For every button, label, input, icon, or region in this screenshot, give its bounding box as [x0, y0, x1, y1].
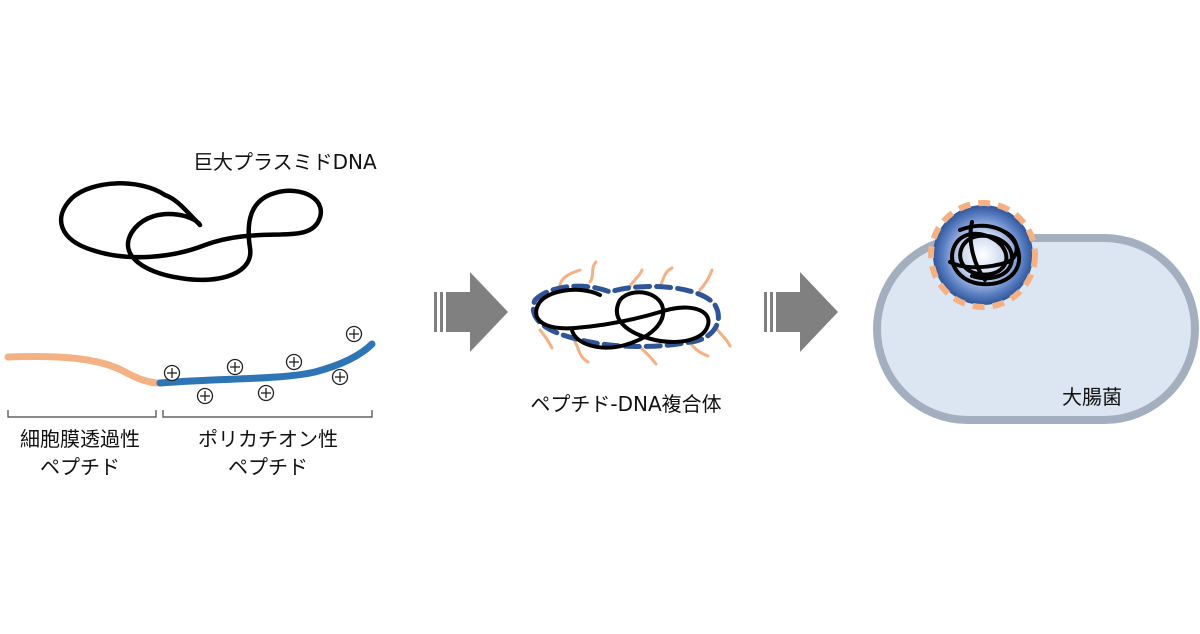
label-ecoli: 大腸菌: [1062, 385, 1122, 409]
process-arrow-icon: [764, 272, 838, 352]
bracket-polycation: [162, 410, 373, 418]
polycation-peptide-segment: [156, 340, 376, 387]
plus-charge-icon: [226, 358, 244, 376]
peptide-dna-complex: [530, 260, 732, 366]
plasmid-dna-loop: [58, 181, 323, 283]
peptide-chain: [4, 340, 376, 387]
label-cell-penetrating-line2: ペプチド: [40, 455, 120, 479]
plus-charge-icon: [163, 364, 181, 382]
label-cell-penetrating-line1: 細胞膜透過性: [20, 427, 140, 451]
label-polycation-line2: ペプチド: [228, 455, 308, 479]
complex-on-cell: [928, 200, 1038, 310]
plus-charge-icon: [196, 387, 214, 405]
plus-charge-icon: [285, 353, 303, 371]
cpp-peptide-segment: [4, 352, 164, 387]
plus-charge-icon: [257, 384, 275, 402]
label-polycation-line1: ポリカチオン性: [198, 427, 338, 451]
label-peptide-dna-complex: ペプチド-DNA複合体: [530, 392, 722, 416]
process-arrow-icon: [434, 272, 508, 352]
bracket-cpp: [7, 410, 157, 418]
label-plasmid-dna: 巨大プラスミドDNA: [193, 150, 377, 174]
plus-charge-icon: [331, 368, 349, 386]
plus-charge-icon: [345, 325, 363, 343]
